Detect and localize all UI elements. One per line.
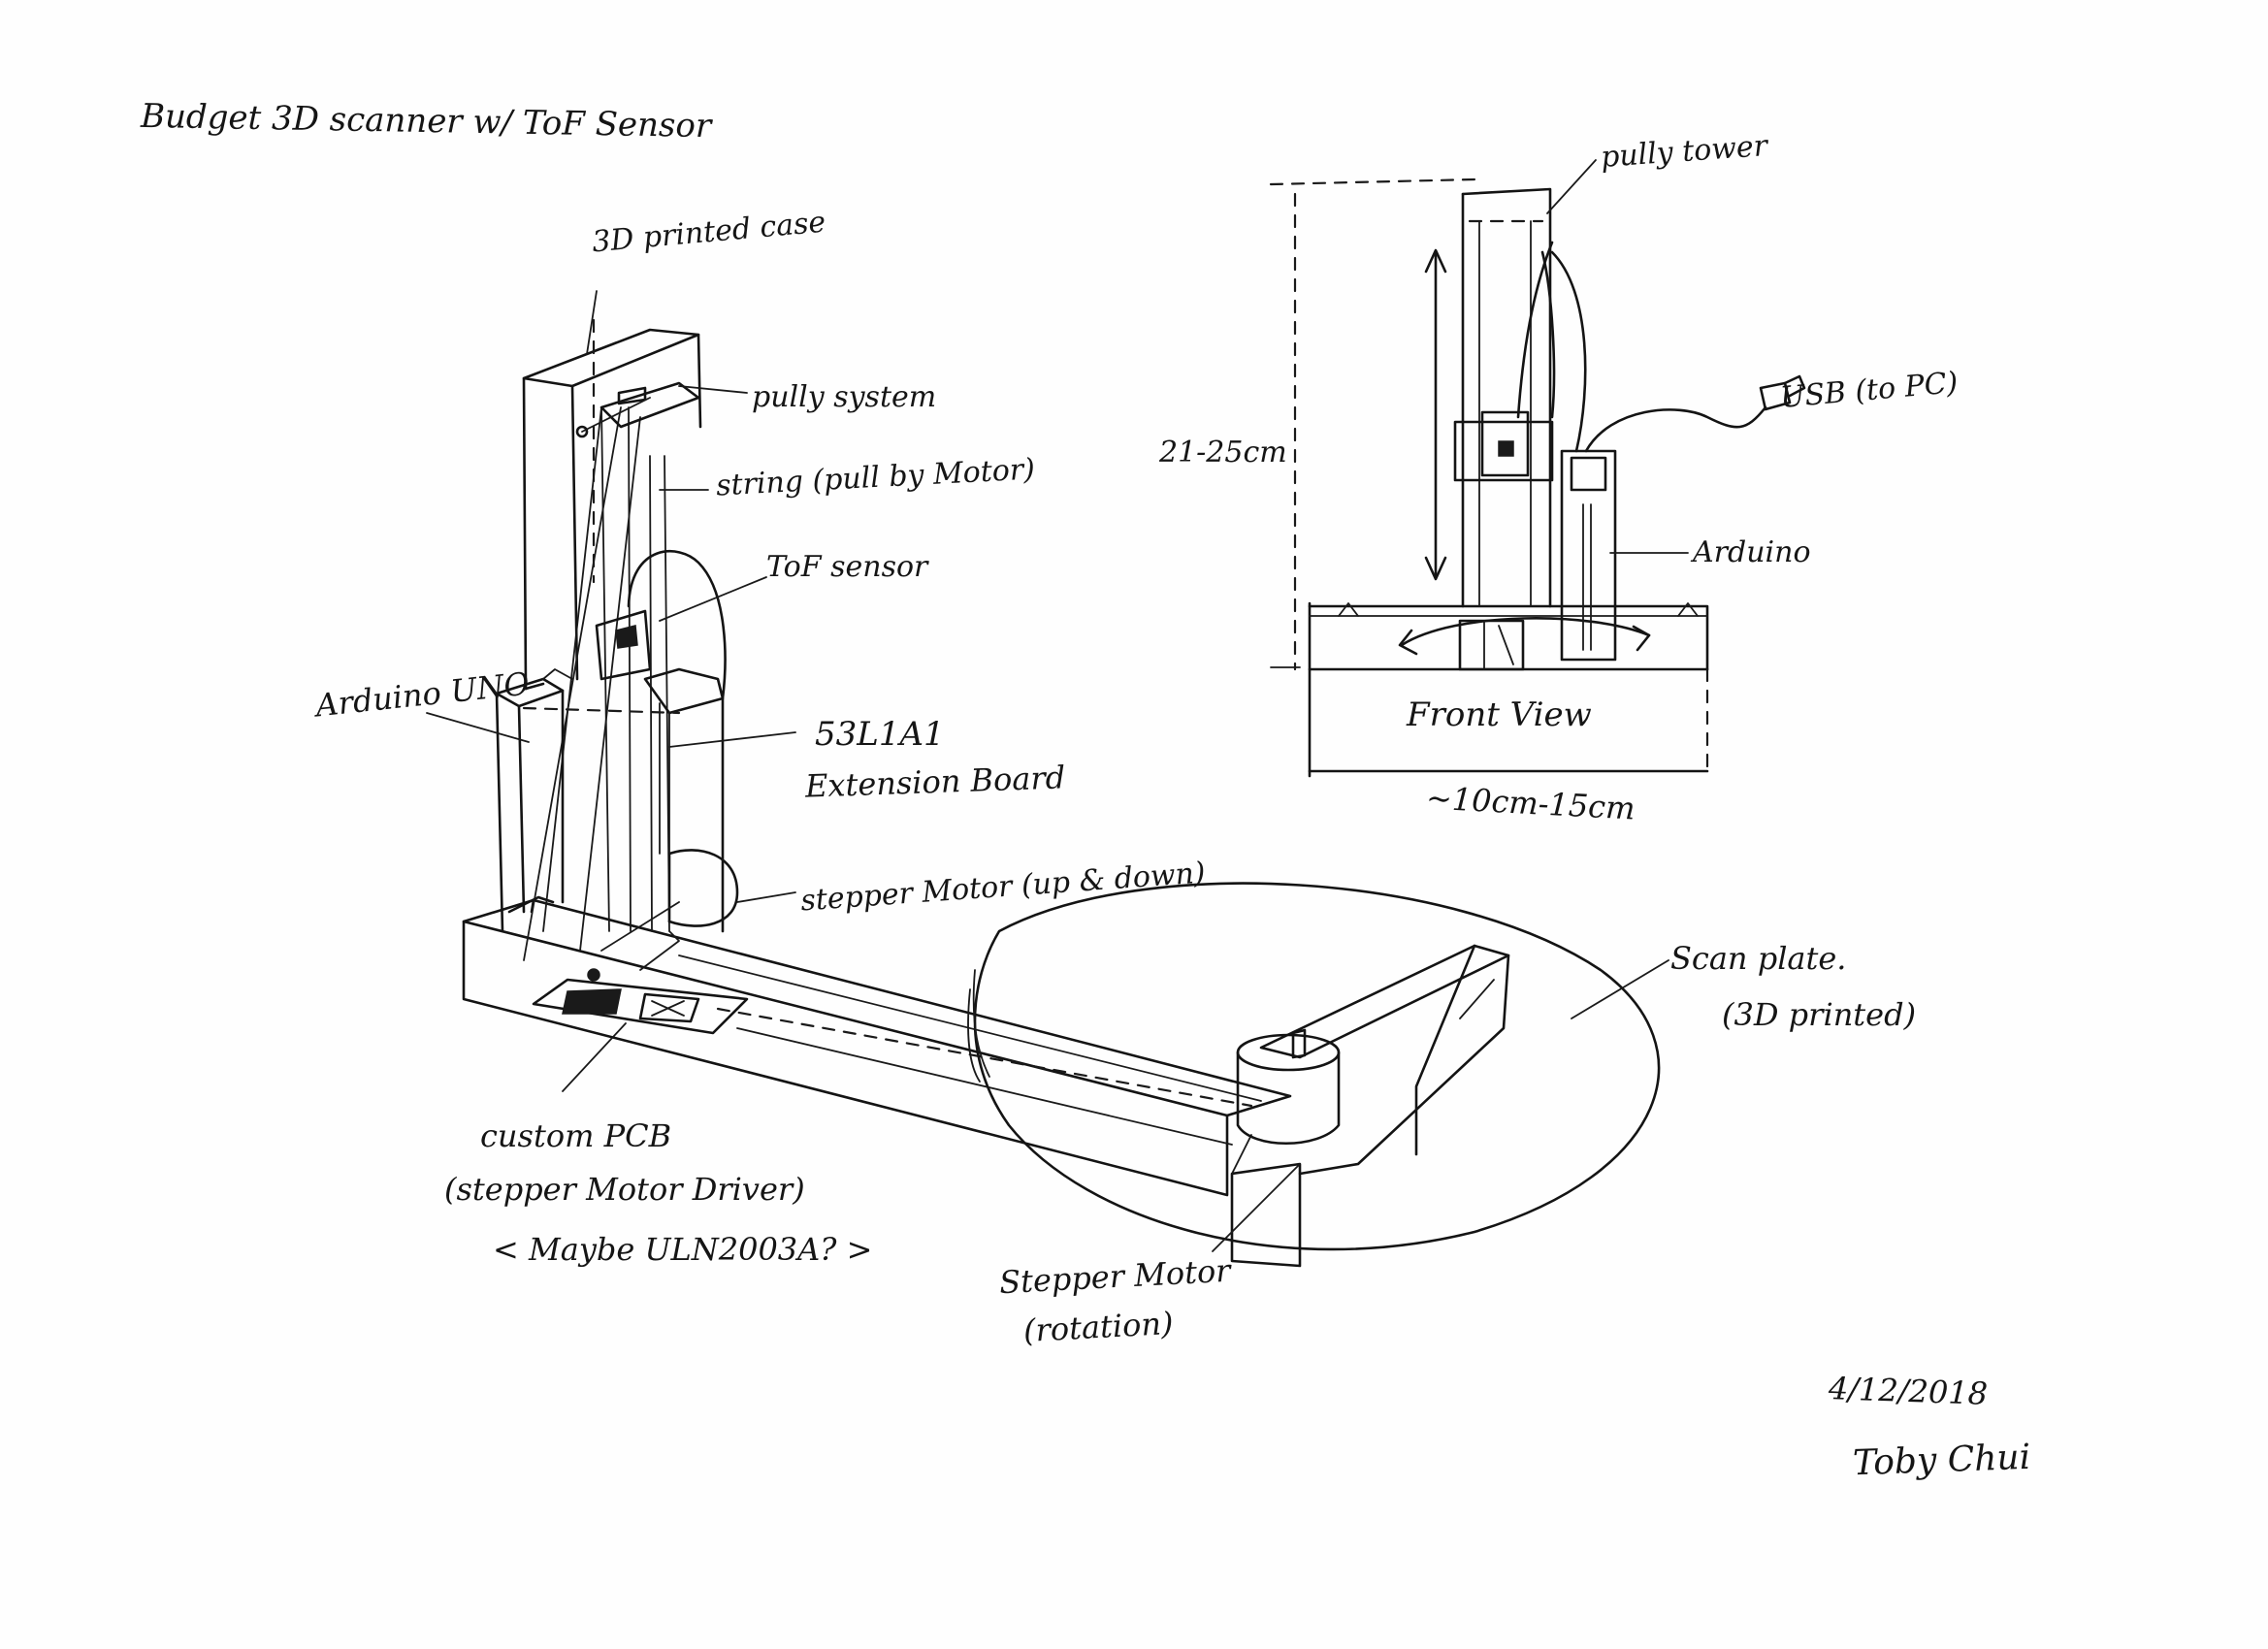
label-custom-pcb-2: (stepper Motor Driver) — [444, 1171, 805, 1208]
label-front-view: Front View — [1407, 695, 1592, 734]
signature-date: 4/12/2018 — [1828, 1370, 1989, 1412]
label-stepper-rotation-2: (rotation) — [1022, 1304, 1175, 1350]
stepper-motor-updown — [600, 849, 739, 971]
arduino-uno-box — [495, 668, 681, 933]
page-title: Budget 3D scanner w/ ToF Sensor — [140, 96, 712, 146]
label-tof-sensor: ToF sensor — [766, 550, 928, 584]
label-pulley-system: pully system — [752, 380, 937, 414]
label-custom-pcb-3: < Maybe ULN2003A? > — [493, 1231, 873, 1268]
label-custom-pcb-1: custom PCB — [480, 1117, 672, 1154]
label-scan-plate-2: (3D printed) — [1722, 996, 1917, 1033]
tower-case — [522, 318, 702, 961]
signature-name: Toby Chui — [1852, 1437, 2031, 1484]
base-rail — [462, 898, 1292, 1197]
tof-sensor-board — [595, 550, 727, 933]
label-scan-plate-1: Scan plate. — [1670, 940, 1847, 977]
front-view — [1269, 159, 1806, 778]
leader-lines — [426, 290, 1669, 1252]
scan-plate — [967, 882, 1661, 1268]
custom-pcb — [532, 968, 749, 1035]
label-front-arduino: Arduino — [1693, 535, 1811, 569]
label-ext-board-line2: Extension Board — [804, 759, 1066, 805]
pulley-system — [575, 381, 700, 438]
stepper-motor-rotation — [1236, 1028, 1341, 1146]
label-height-dimension: 21-25cm — [1159, 436, 1287, 469]
label-ext-board-line1: 53L1A1 — [815, 715, 945, 754]
